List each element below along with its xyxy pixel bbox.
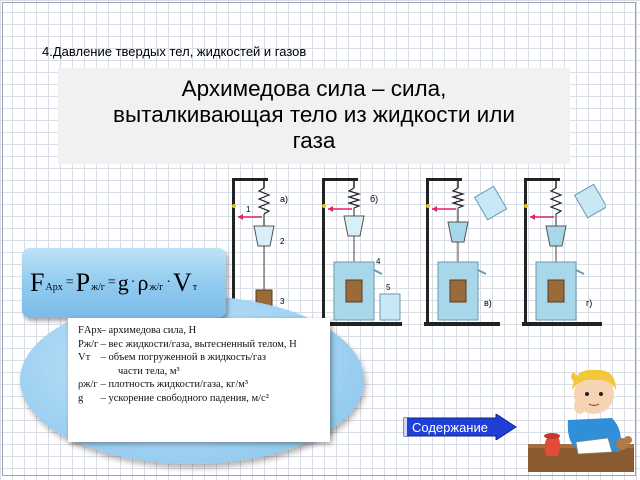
legend-text: части тела, м³ [118,365,180,377]
formula-legend: FАрх – архимедова сила, Н Pж/г – вес жид… [68,318,330,442]
setup-b: б) 4 5 [320,178,402,326]
archimedes-formula: F Арх = P ж/г = g · ρ ж/г · V т [22,248,226,318]
formula-rho-sub: ж/г [149,281,164,293]
arrow-right-icon [403,414,517,440]
slide-frame [2,2,636,476]
legend-symbol: g [78,392,84,404]
formula-f: F [30,268,45,297]
archimedes-experiment-diagram: а) 1 2 3 б) 4 5 [230,178,606,326]
title-line-2: выталкивающая тело из жидкости или [113,102,515,127]
legend-text: – объем погруженной в жидкость/газ [100,352,267,363]
student-illustration [528,369,634,472]
panel-label-g: г) [586,298,592,308]
slide-title: Архимедова сила – сила, выталкивающая те… [58,68,570,164]
legend-row: ρж/г – плотность жидкости/газа, кг/м³ [78,378,324,392]
legend-row: g – ускорение свободного падения, м/с² [78,392,324,406]
legend-text: – вес жидкости/газа, вытесненный телом, … [100,338,297,350]
legend-symbol: Pж/г [78,338,99,350]
panel-label-a: а) [280,194,288,204]
legend-symbol: ρж/г [78,379,98,390]
formula-v-sub: т [192,281,198,293]
formula-p: P [75,268,91,297]
legend-text: – архимедова сила, Н [100,325,197,336]
formula-dot-1: · [130,275,136,290]
part-number-1: 1 [246,205,251,214]
panel-label-b: б) [370,194,378,204]
legend-row: FАрх – архимедова сила, Н [78,324,324,338]
legend-symbol: FАрх [78,325,102,336]
panel-label-v: в) [484,298,492,308]
contents-button-label: Содержание [412,420,488,435]
legend-text: – плотность жидкости/газа, кг/м³ [100,379,249,390]
formula-f-sub: Арх [45,281,63,293]
part-number-2: 2 [280,237,285,246]
formula-p-sub: ж/г [91,281,105,293]
part-number-5: 5 [386,283,391,292]
title-line-3: газа [292,128,336,153]
formula-dot-2: · [166,275,171,290]
setup-v: в) [424,178,508,326]
section-title: 4.Давление твердых тел, жидкостей и газо… [42,44,307,59]
formula-eq-2: = [107,275,116,290]
legend-text: – ускорение свободного падения, м/с² [100,392,269,404]
formula-rho: ρ [137,270,149,295]
formula-v: V [172,268,192,297]
contents-button[interactable]: Содержание [400,414,518,440]
formula-g: g [117,270,129,295]
legend-row: Pж/г – вес жидкости/газа, вытесненный те… [78,338,324,352]
formula-eq-1: = [65,275,74,290]
part-number-4: 4 [376,257,381,266]
part-number-3: 3 [280,297,285,306]
legend-symbol: Vт [78,352,91,363]
setup-g: г) [522,178,606,326]
legend-row: Vт – объем погруженной в жидкость/газ [78,351,324,365]
legend-row: части тела, м³ [78,365,324,379]
title-line-1: Архимедова сила – сила, [181,76,447,101]
